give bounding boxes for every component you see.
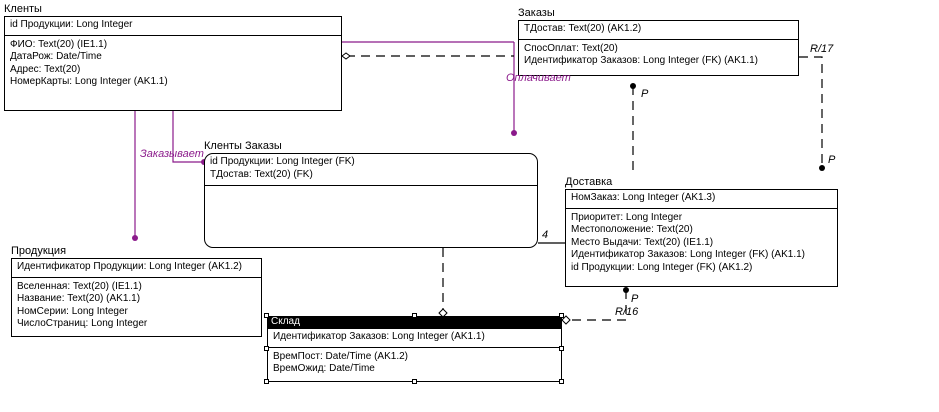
selection-handle[interactable] — [559, 313, 564, 318]
rel-dot-zakazy-p — [630, 83, 636, 89]
rel-dot-produktsiya — [132, 235, 138, 241]
attribute: ДатаРож: Date/Time — [10, 51, 102, 62]
attribute: НомСерии: Long Integer — [17, 305, 128, 317]
attribute: Местоположение: Text(20) — [571, 224, 693, 235]
rel-line-r16[interactable] — [562, 290, 627, 321]
entity-title-klienty-zakazy: Кленты Заказы — [204, 140, 282, 152]
attribute: Адрес: Text(20) — [10, 63, 81, 75]
rel-label-zakazyvaet[interactable]: Заказывает — [140, 148, 204, 160]
entity-klienty-zakazy[interactable]: id Продукции: Long Integer (FK) TДостав:… — [204, 153, 538, 248]
entity-key-section: НомЗаказ: Long Integer (AK1.3) — [566, 190, 837, 209]
cardinality-label: P — [631, 293, 639, 305]
entity-attrs-section: СпосОплат: Text(20) Идентификатор Заказо… — [519, 40, 798, 70]
attribute: СпосОплат: Text(20) — [524, 42, 618, 54]
rel-label-oplachivaet[interactable]: Оплачивает — [506, 72, 571, 84]
selection-handle[interactable] — [412, 313, 417, 318]
rel-dot-oplachivaet — [511, 130, 517, 136]
rel-dot-r17-p — [819, 165, 825, 171]
key-attribute: Идентификатор Заказов: Long Integer (AK1… — [273, 331, 485, 342]
key-attribute: id Продукции: Long Integer (FK) — [210, 156, 355, 167]
attribute: ВремОжид: Date/Time — [273, 363, 375, 374]
attribute: ФИО: Text(20) (IE1.1) — [10, 38, 108, 50]
entity-title-klienty: Кленты — [4, 3, 42, 15]
entity-key-section: TДостав: Text(20) (AK1.2) — [519, 21, 798, 40]
entity-title-produktsiya: Продукция — [11, 245, 67, 257]
attribute: Идентификатор Заказов: Long Integer (FK)… — [571, 249, 805, 260]
selection-handle[interactable] — [264, 346, 269, 351]
entity-title-sklad[interactable]: Склад — [267, 316, 562, 328]
selection-handle[interactable] — [264, 313, 269, 318]
key-attribute: Идентификатор Продукции: Long Integer (A… — [17, 261, 242, 272]
selection-handle[interactable] — [264, 379, 269, 384]
cardinality-label: P — [828, 154, 836, 166]
selection-handle[interactable] — [412, 379, 417, 384]
rel-diamond-klienty — [341, 52, 351, 60]
attribute: Место Выдачи: Text(20) (IE1.1) — [571, 236, 714, 248]
attribute: ЧислоСтраниц: Long Integer — [17, 318, 148, 329]
attribute: Идентификатор Заказов: Long Integer (FK)… — [524, 55, 758, 66]
key-attribute: TДостав: Text(20) (AK1.2) — [524, 23, 642, 34]
attribute: Приоритет: Long Integer — [571, 211, 683, 223]
rel-line-klienty-to-klienty-zakazy[interactable] — [172, 111, 204, 163]
attribute: Вселенная: Text(20) (IE1.1) — [17, 280, 142, 292]
key-attribute: TДостав: Text(20) (FK) — [210, 168, 313, 180]
entity-key-section: id Продукции: Long Integer — [5, 17, 341, 36]
rel-label-r16[interactable]: R/16 — [615, 306, 639, 318]
rel-diamond-sklad-r16 — [561, 315, 571, 325]
entity-klienty[interactable]: id Продукции: Long Integer ФИО: Text(20)… — [4, 16, 342, 111]
entity-title-zakazy: Заказы — [518, 7, 555, 19]
entity-attrs-section: ФИО: Text(20) (IE1.1) ДатаРож: Date/Time… — [5, 36, 341, 91]
entity-attrs-section: Приоритет: Long Integer Местоположение: … — [566, 209, 837, 277]
selection-handle[interactable] — [559, 346, 564, 351]
entity-sklad[interactable]: Идентификатор Заказов: Long Integer (AK1… — [267, 328, 562, 382]
entity-key-section: Идентификатор Продукции: Long Integer (A… — [12, 259, 261, 278]
key-attribute: id Продукции: Long Integer — [10, 19, 133, 30]
entity-zakazy[interactable]: TДостав: Text(20) (AK1.2) СпосОплат: Tex… — [518, 20, 799, 76]
key-attribute: НомЗаказ: Long Integer (AK1.3) — [571, 192, 716, 203]
rel-dot-r16-p — [623, 287, 629, 293]
cardinality-label: 4 — [542, 229, 549, 241]
entity-title-dostavka: Доставка — [565, 176, 613, 188]
cardinality-label: P — [641, 88, 649, 100]
attribute: Название: Text(20) (AK1.1) — [17, 293, 141, 304]
entity-attrs-section: ВремПост: Date/Time (AK1.2) ВремОжид: Da… — [268, 348, 561, 378]
entity-key-section: Идентификатор Заказов: Long Integer (AK1… — [268, 329, 561, 348]
entity-key-section: id Продукции: Long Integer (FK) TДостав:… — [205, 154, 537, 186]
entity-dostavka[interactable]: НомЗаказ: Long Integer (AK1.3) Приоритет… — [565, 189, 838, 287]
selection-handle[interactable] — [559, 379, 564, 384]
attribute: НомерКарты: Long Integer (AK1.1) — [10, 76, 168, 87]
rel-line-r17[interactable] — [799, 56, 823, 168]
attribute: ВремПост: Date/Time (AK1.2) — [273, 350, 408, 362]
attribute: id Продукции: Long Integer (FK) (AK1.2) — [571, 261, 753, 273]
rel-label-r17[interactable]: R/17 — [810, 43, 834, 55]
entity-attrs-section: Вселенная: Text(20) (IE1.1) Название: Te… — [12, 278, 261, 333]
entity-produktsiya[interactable]: Идентификатор Продукции: Long Integer (A… — [11, 258, 262, 337]
